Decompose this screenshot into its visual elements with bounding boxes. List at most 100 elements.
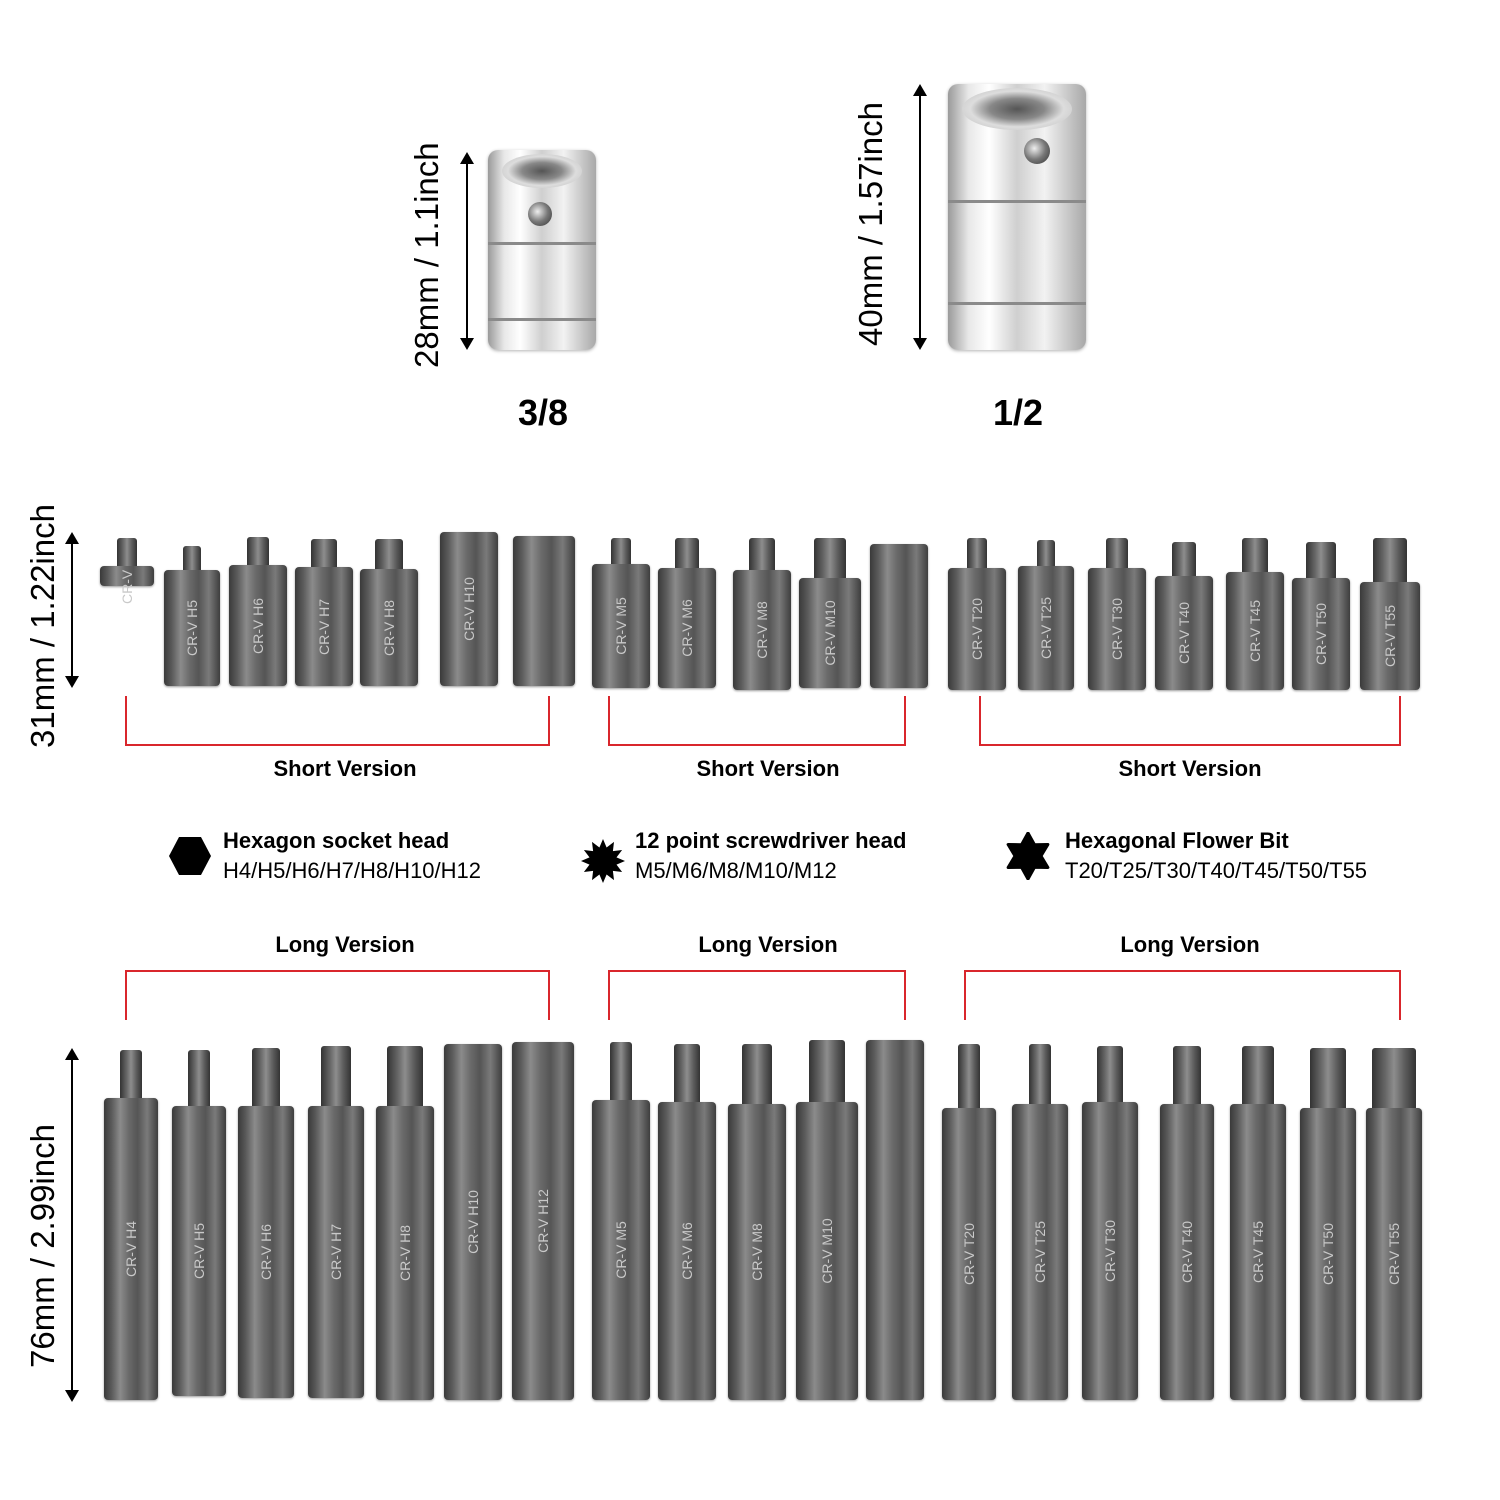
short-bit bbox=[870, 544, 928, 688]
short-bit-label: CR-V T40 bbox=[1176, 602, 1192, 664]
long-bit bbox=[866, 1040, 924, 1400]
long-bit: CR-V M10 bbox=[796, 1102, 858, 1400]
long-bit-tip bbox=[1372, 1048, 1416, 1108]
short-bit-label: CR-V T50 bbox=[1313, 603, 1329, 665]
short-bit-label: CR-V M8 bbox=[754, 601, 770, 659]
long-bit-tip bbox=[252, 1048, 280, 1106]
long-bit-tip bbox=[958, 1044, 980, 1108]
long-bit: CR-V T40 bbox=[1160, 1104, 1214, 1400]
short-bit-label: CR-V T25 bbox=[1038, 597, 1054, 659]
short-bit: CR-V H5 bbox=[164, 570, 220, 686]
long-bit-label: CR-V H7 bbox=[328, 1223, 344, 1281]
short-bit-label: CR-V H10 bbox=[461, 577, 477, 641]
short-group-label-m: Short Version bbox=[696, 756, 840, 781]
long-bit-tip bbox=[1029, 1044, 1051, 1104]
long-bit-tip bbox=[321, 1046, 351, 1106]
short-bit-label: CR-V T45 bbox=[1247, 600, 1263, 662]
long-bit-label: CR-V H6 bbox=[258, 1223, 274, 1281]
long-bit-tip bbox=[120, 1050, 142, 1098]
long-bit-label: CR-V H12 bbox=[535, 1189, 551, 1253]
legend-12-point-sizes: M5/M6/M8/M10/M12 bbox=[635, 858, 837, 883]
long-bit: CR-V H4 bbox=[104, 1098, 158, 1400]
short-bit-tip bbox=[375, 539, 403, 569]
short-bit: CR-V T20 bbox=[948, 568, 1006, 690]
short-bracket-m bbox=[608, 696, 906, 746]
short-bit: CR-V T40 bbox=[1155, 576, 1213, 690]
short-bit-label: CR-V M6 bbox=[679, 599, 695, 657]
short-group-label-t: Short Version bbox=[1118, 756, 1262, 781]
long-bit: CR-V H10 bbox=[444, 1044, 502, 1400]
long-bit-tip bbox=[188, 1050, 210, 1106]
short-bit: CR-V M6 bbox=[658, 568, 716, 688]
short-bit-tip bbox=[1373, 538, 1407, 582]
short-bit-tip bbox=[749, 538, 775, 570]
long-bracket-t bbox=[964, 970, 1401, 1020]
short-bit: CR-V T55 bbox=[1360, 582, 1420, 690]
short-bit-tip bbox=[1242, 538, 1268, 572]
short-bit-tip bbox=[611, 538, 631, 564]
long-bit-label: CR-V H4 bbox=[123, 1220, 139, 1278]
legend-flower-sizes: T20/T25/T30/T40/T45/T50/T55 bbox=[1065, 858, 1368, 883]
long-bracket-hex bbox=[125, 970, 550, 1020]
long-bit: CR-V H5 bbox=[172, 1106, 226, 1396]
short-bit: CR-V T45 bbox=[1226, 572, 1284, 690]
short-bit-tip bbox=[311, 539, 337, 567]
short-bit: CR-V M8 bbox=[733, 570, 791, 690]
long-bit: CR-V M5 bbox=[592, 1100, 650, 1400]
long-bit: CR-V M8 bbox=[728, 1104, 786, 1400]
long-bit-tip bbox=[1310, 1048, 1346, 1108]
short-bit-tip bbox=[117, 538, 137, 566]
short-bit: CR-V M10 bbox=[799, 578, 861, 688]
short-bracket-hex bbox=[125, 696, 550, 746]
adapter-3-8-label: 3/8 bbox=[517, 392, 569, 433]
short-bit-tip bbox=[1172, 542, 1196, 576]
long-bit-label: CR-V M8 bbox=[749, 1223, 765, 1281]
adapter-1-2-dimension: 40mm / 1.57inch bbox=[852, 102, 889, 346]
long-bit-tip bbox=[1097, 1046, 1123, 1102]
long-bit: CR-V T25 bbox=[1012, 1104, 1068, 1400]
long-bit-label: CR-V T30 bbox=[1102, 1220, 1118, 1282]
short-bit-tip bbox=[675, 538, 699, 568]
long-bit: CR-V T50 bbox=[1300, 1108, 1356, 1400]
short-bit: CR-V H10 bbox=[440, 532, 498, 686]
long-bit-label: CR-V M5 bbox=[613, 1221, 629, 1279]
legend-hexagon-title: Hexagon socket head bbox=[223, 828, 450, 853]
legend-hexagon-sizes: H4/H5/H6/H7/H8/H10/H12 bbox=[223, 858, 482, 883]
long-bit-label: CR-V M10 bbox=[819, 1218, 835, 1284]
long-group-label-t: Long Version bbox=[1120, 932, 1260, 957]
long-bit: CR-V H6 bbox=[238, 1106, 294, 1398]
short-row-dimension: 31mm / 1.22inch bbox=[24, 504, 61, 748]
long-bit: CR-V T55 bbox=[1366, 1108, 1422, 1400]
adapter-1-2-label: 1/2 bbox=[992, 392, 1044, 433]
short-bit: CR-V H7 bbox=[295, 567, 353, 686]
short-bit: CR-V T50 bbox=[1292, 578, 1350, 690]
short-bit-label: CR-V M10 bbox=[822, 600, 838, 666]
short-bit-label: CR-V H6 bbox=[250, 597, 266, 654]
long-bit-tip bbox=[1242, 1046, 1274, 1104]
short-bit: CR-V M5 bbox=[592, 564, 650, 688]
long-bit-label: CR-V H5 bbox=[191, 1222, 207, 1280]
long-bit-label: CR-V T25 bbox=[1032, 1221, 1048, 1283]
long-bit-label: CR-V H10 bbox=[465, 1190, 481, 1254]
short-bit-tip bbox=[1306, 542, 1336, 578]
long-bit-tip bbox=[1173, 1046, 1201, 1104]
flower-icon bbox=[1006, 832, 1050, 880]
adapter-1-2-image bbox=[948, 84, 1086, 350]
adapter-3-8-image bbox=[488, 150, 596, 350]
short-bit: CR-V H4 bbox=[100, 548, 154, 604]
adapter-3-8-dimension: 28mm / 1.1inch bbox=[408, 142, 445, 368]
long-bit-tip bbox=[742, 1044, 772, 1104]
long-bit-label: CR-V T50 bbox=[1320, 1223, 1336, 1285]
short-bit-label: CR-V T30 bbox=[1109, 598, 1125, 660]
long-group-label-hex: Long Version bbox=[275, 932, 415, 957]
long-bit-label: CR-V T20 bbox=[961, 1223, 977, 1285]
short-bit: CR-V T30 bbox=[1088, 568, 1146, 690]
short-bit-tip bbox=[247, 537, 269, 565]
long-bit-label: CR-V M6 bbox=[679, 1222, 695, 1280]
long-group-label-m: Long Version bbox=[698, 932, 838, 957]
long-bit-label: CR-V T45 bbox=[1250, 1221, 1266, 1283]
long-bit-tip bbox=[674, 1044, 700, 1102]
short-bit-tip bbox=[967, 538, 987, 568]
short-bit-tip bbox=[1106, 538, 1128, 568]
short-bit: CR-V H6 bbox=[229, 565, 287, 686]
